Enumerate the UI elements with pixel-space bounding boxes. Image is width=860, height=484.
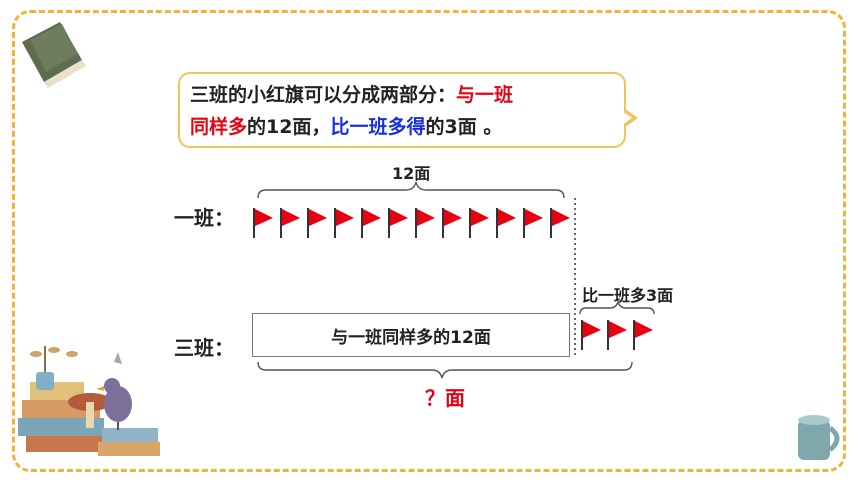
brace-top [257,181,565,199]
flag-icon [388,208,408,238]
flag-icon [334,208,354,238]
bubble-text-1: 三班的小红旗可以分成两部分： [190,84,457,106]
books-stack-icon [18,382,160,456]
flag-icon [550,208,570,238]
flag-icon [307,208,327,238]
flag-icon [442,208,462,238]
flag-icon [496,208,516,238]
slide-frame [12,10,846,472]
bubble-text-6: 的3面 。 [425,116,503,138]
speech-bubble: 三班的小红旗可以分成两部分：与一班 同样多的12面，比一班多得的3面 。 [178,72,626,148]
bubble-tail-inner [622,111,632,125]
book-icon [22,22,86,88]
bubble-text-2: 与一班 [456,84,514,106]
brace-extra [579,299,655,315]
bird-icon [96,352,132,430]
bubble-text-3: 同样多 [190,116,248,138]
flag-icon [581,320,601,350]
mug-icon [798,415,840,460]
extra-label: 比一班多3面 [582,286,674,305]
flag-icon [633,320,653,350]
total-question: ？面 [425,386,465,410]
bubble-text-5: 比一班多得 [330,116,426,138]
class3-equal-bar: 与一班同样多的12面 [252,313,570,357]
flag-icon [469,208,489,238]
flag-icon [523,208,543,238]
flag-icon [253,208,273,238]
class1-label: 一班： [174,206,234,230]
top-count-label: 12面 [392,164,431,183]
bubble-text-4: 的12面， [247,116,331,138]
bar-label: 与一班同样多的12面 [331,327,491,348]
cup-icon [30,346,78,390]
flag-icon [280,208,300,238]
class3-label: 三班： [174,336,234,360]
flag-icon [415,208,435,238]
brace-bottom [257,361,633,379]
flag-icon [361,208,381,238]
flag-icon [607,320,627,350]
